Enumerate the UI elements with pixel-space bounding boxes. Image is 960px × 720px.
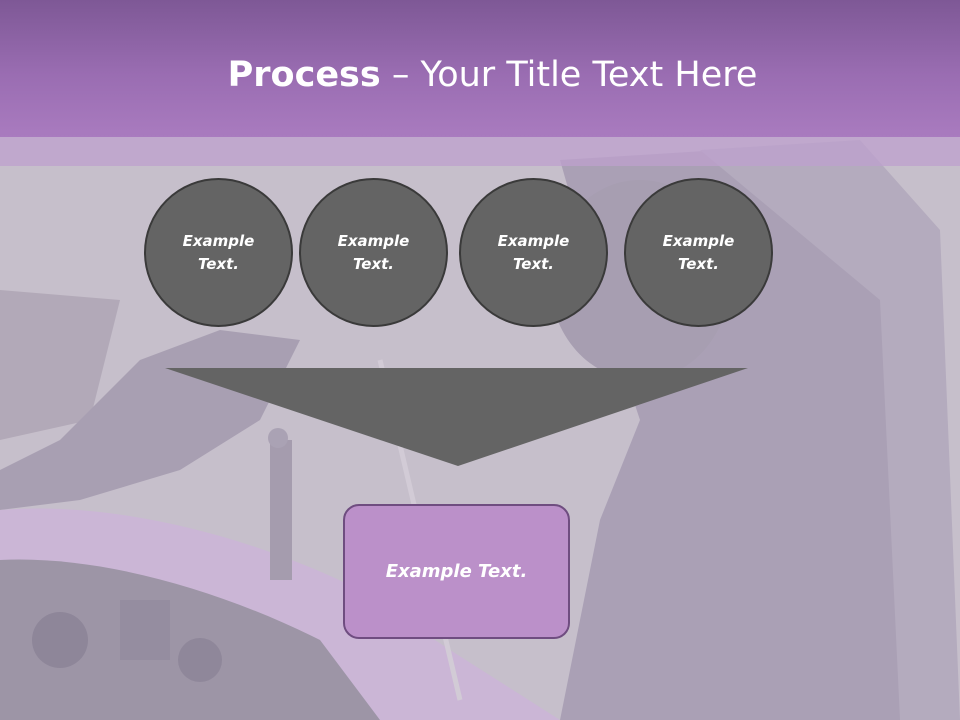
- slide-title: Process – Your Title Text Here: [0, 52, 960, 98]
- result-label: Example Text.: [385, 561, 528, 582]
- result-box: Example Text.: [343, 504, 570, 639]
- step-circle-1: Example Text.: [144, 178, 293, 327]
- step-label: Example Text.: [662, 231, 735, 273]
- step-label: Example Text.: [337, 231, 410, 273]
- title-bar-band: [0, 137, 960, 166]
- step-label: Example Text.: [182, 231, 255, 273]
- title-bold: Process: [227, 55, 381, 95]
- title-separator: –: [380, 55, 421, 95]
- title-text: Your Title Text Here: [420, 55, 758, 95]
- funnel-arrow: [165, 368, 748, 466]
- step-circle-4: Example Text.: [624, 178, 773, 327]
- step-circle-3: Example Text.: [459, 178, 608, 327]
- title-bar: [0, 0, 960, 137]
- step-label: Example Text.: [497, 231, 570, 273]
- step-circle-2: Example Text.: [299, 178, 448, 327]
